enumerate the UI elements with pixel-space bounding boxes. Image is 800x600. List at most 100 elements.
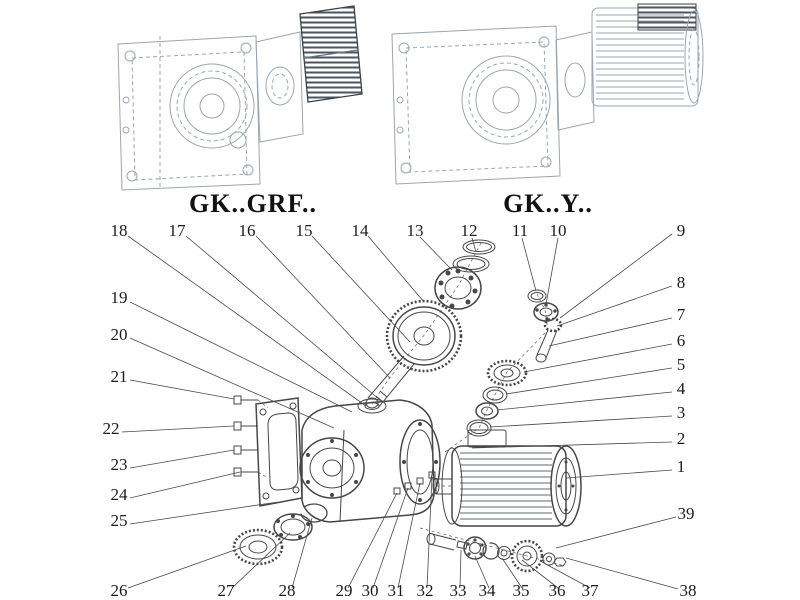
leader-line-4	[496, 391, 673, 411]
model-label-gk-grf: GK..GRF..	[189, 189, 317, 218]
leader-line-36	[521, 559, 559, 589]
part-bearing-small	[533, 302, 559, 322]
leader-line-3	[489, 415, 673, 428]
callout-18: 18	[111, 221, 128, 240]
callout-13: 13	[407, 221, 424, 240]
part-electric-motor	[432, 429, 582, 527]
callout-16: 16	[239, 221, 256, 240]
leader-line-5	[505, 367, 673, 395]
part-bearing-output	[273, 513, 313, 541]
callout-22: 22	[103, 419, 120, 438]
callout-39: 39	[678, 504, 695, 523]
part-gearbox-housing	[299, 398, 441, 523]
callout-25: 25	[111, 511, 128, 530]
callout-37: 37	[582, 581, 600, 600]
callout-23: 23	[111, 455, 128, 474]
part-retaining-rings-upper	[452, 239, 496, 273]
leader-line-8	[556, 285, 673, 327]
leader-line-10	[545, 237, 559, 305]
leader-line-26	[127, 545, 247, 589]
callout-29: 29	[336, 581, 353, 600]
leader-line-17	[185, 235, 381, 401]
callout-34: 34	[479, 581, 497, 600]
assembled-view-gk-y	[391, 3, 704, 185]
leader-line-39	[555, 516, 677, 549]
assembled-view-gk-grf	[117, 5, 363, 191]
leader-line-23	[129, 449, 235, 469]
callout-35: 35	[513, 581, 530, 600]
callout-27: 27	[218, 581, 236, 600]
leader-line-33	[459, 549, 462, 589]
leader-line-16	[255, 235, 391, 379]
callout-9: 9	[677, 221, 686, 240]
leader-line-27	[231, 532, 291, 589]
leader-line-29	[347, 492, 398, 589]
callout-38: 38	[680, 581, 697, 600]
leader-line-37	[541, 561, 591, 589]
leader-line-13	[419, 236, 453, 271]
part-mounting-flange-plate	[255, 397, 303, 507]
leader-line-24	[129, 471, 241, 499]
callout-8: 8	[677, 273, 686, 292]
part-output-gear-ring	[232, 528, 284, 566]
leader-line-34	[474, 555, 490, 589]
part-output-shaft-group	[426, 533, 567, 573]
part-bevel-gear	[486, 359, 528, 387]
callout-4: 4	[677, 379, 686, 398]
part-bevel-pinion-shaft	[535, 317, 563, 363]
leader-line-32	[426, 476, 433, 589]
leader-line-14	[367, 235, 425, 303]
leader-line-11	[521, 237, 537, 292]
leader-line-6	[523, 343, 673, 373]
callout-labels: 18 17 16 15 14 13 12 11 10 9 8 7 6 5 4 3…	[103, 221, 697, 600]
callout-21: 21	[111, 367, 128, 386]
callout-19: 19	[111, 288, 128, 307]
exploded-view	[232, 239, 582, 573]
callout-12: 12	[461, 221, 478, 240]
part-snap-ring	[300, 503, 328, 523]
part-bearing-upper	[434, 266, 482, 310]
callout-14: 14	[352, 221, 370, 240]
callout-32: 32	[417, 581, 434, 600]
callout-28: 28	[279, 581, 296, 600]
callout-31: 31	[388, 581, 405, 600]
leader-line-38	[565, 557, 679, 590]
callout-10: 10	[550, 221, 567, 240]
part-washer-bearing-lower	[466, 386, 508, 437]
leader-line-18	[127, 235, 367, 407]
leader-line-19	[129, 301, 353, 413]
callout-30: 30	[362, 581, 379, 600]
model-label-gk-y: GK..Y..	[503, 189, 593, 218]
callout-11: 11	[512, 221, 528, 240]
leader-line-15	[311, 235, 411, 343]
leader-line-7	[548, 317, 673, 347]
callout-24: 24	[111, 485, 129, 504]
callout-26: 26	[111, 581, 128, 600]
leader-line-21	[129, 379, 235, 400]
leader-line-25	[129, 501, 279, 525]
callout-33: 33	[450, 581, 467, 600]
leader-line-31	[397, 482, 421, 589]
callout-5: 5	[677, 355, 686, 374]
leader-line-28	[291, 517, 313, 589]
callout-2: 2	[677, 429, 686, 448]
assembly-centerline-output	[419, 527, 566, 567]
leader-line-1	[565, 469, 673, 479]
callout-6: 6	[677, 331, 686, 350]
leader-line-2	[471, 441, 673, 449]
part-flange-bolts	[233, 395, 269, 479]
part-ring-small-top	[527, 289, 547, 303]
callout-15: 15	[296, 221, 313, 240]
leader-line-20	[129, 337, 335, 429]
leader-line-22	[121, 425, 235, 433]
part-helical-gear	[385, 299, 463, 373]
leader-lines	[121, 233, 679, 590]
callout-3: 3	[677, 403, 686, 422]
callout-20: 20	[111, 325, 128, 344]
leader-line-35	[501, 557, 523, 589]
leader-line-30	[372, 487, 409, 589]
leader-line-12	[471, 237, 477, 253]
callout-36: 36	[549, 581, 566, 600]
